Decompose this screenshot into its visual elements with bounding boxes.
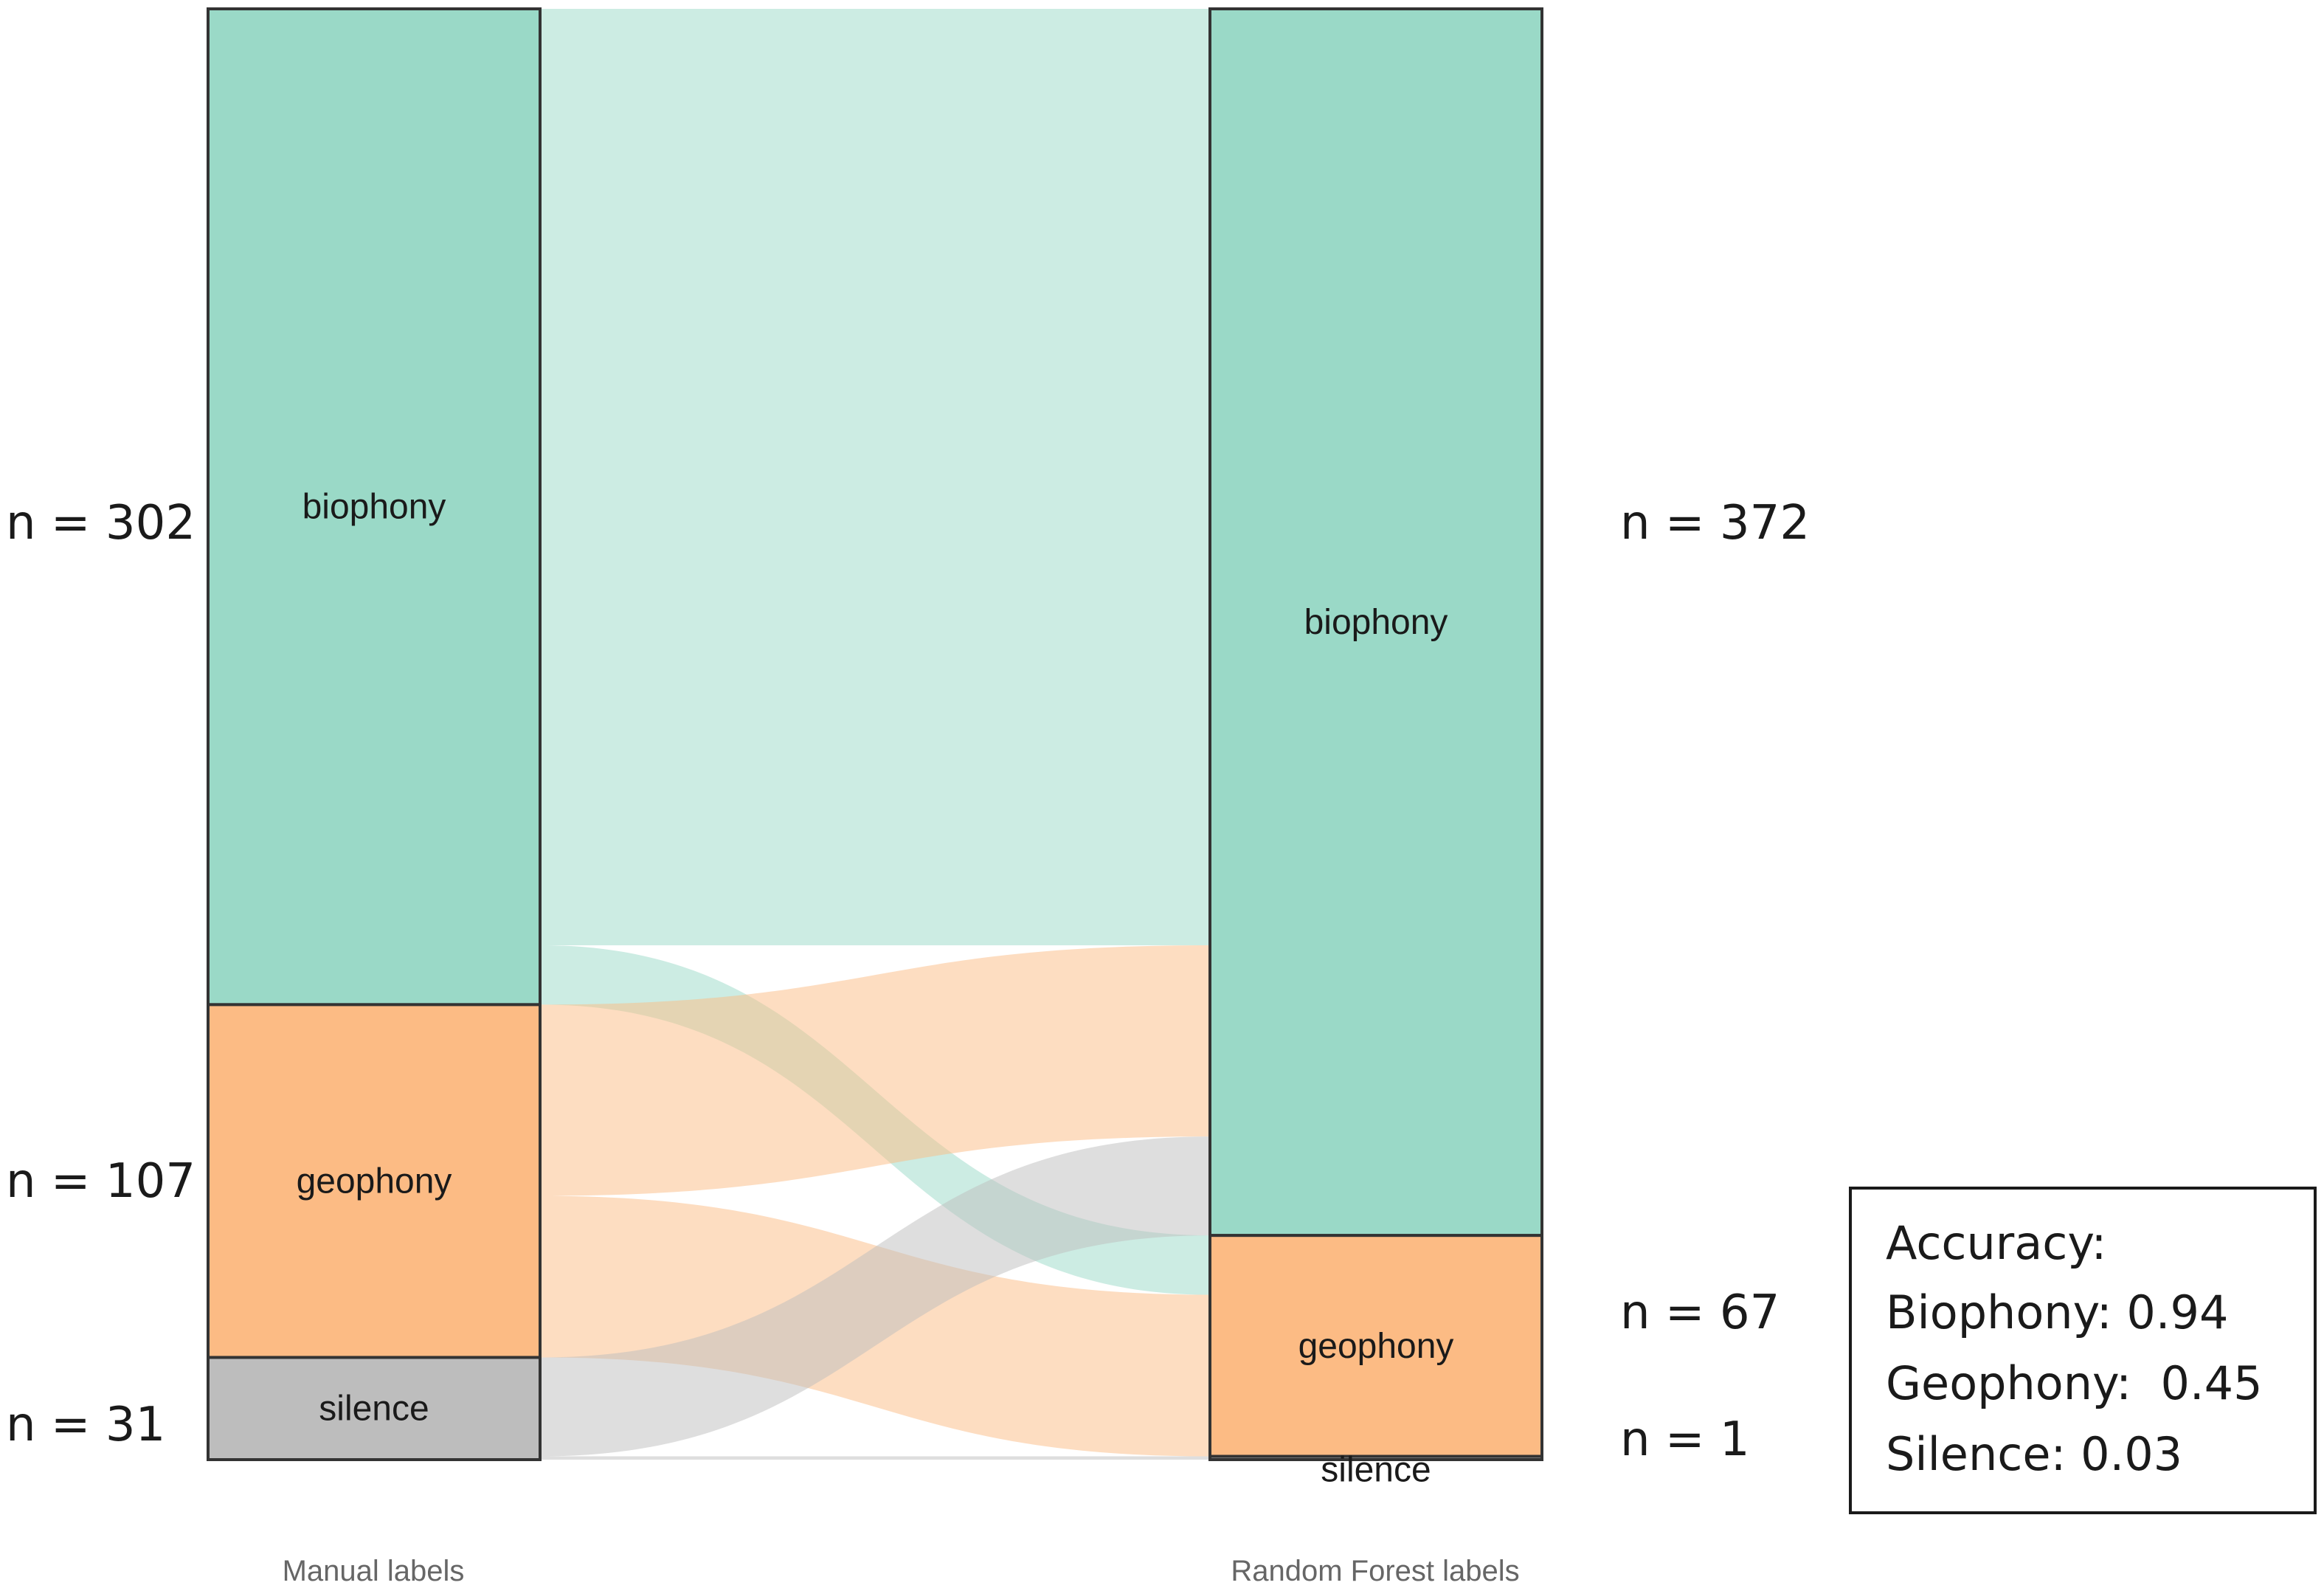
right-count-biophony: n = 372 — [1620, 496, 1810, 551]
right-node-biophony — [1208, 7, 1543, 1238]
left-node-label-biophony: biophony — [302, 488, 446, 527]
right-node-label-biophony: biophony — [1304, 603, 1448, 642]
right-node-geophony — [1208, 1234, 1543, 1458]
left-column-label: Manual labels — [283, 1555, 465, 1587]
flow-silence-to-biophony — [540, 1136, 1210, 1457]
flow-biophony-to-biophony — [540, 9, 1210, 945]
right-count-silence: n = 1 — [1620, 1412, 1750, 1467]
accuracy-box-border — [1849, 1187, 2317, 1514]
nodes-layer: biophony geophony silence biophony geophony s… — [207, 7, 1543, 1490]
right-node-label-geophony: geophony — [1298, 1327, 1454, 1366]
flow-silence-to-silence — [540, 1456, 1210, 1460]
accuracy-biophony: Biophony: 0.94 — [1886, 1285, 2228, 1339]
right-node-label-silence: silence — [1321, 1451, 1431, 1490]
accuracy-title: Accuracy: — [1886, 1216, 2106, 1270]
right-column-label: Random Forest labels — [1231, 1555, 1519, 1587]
accuracy-geophony: Geophony: 0.45 — [1886, 1356, 2263, 1410]
left-count-geophony: n = 107 — [6, 1154, 196, 1209]
left-node-silence — [207, 1356, 542, 1461]
right-count-geophony: n = 67 — [1620, 1285, 1780, 1340]
left-node-label-geophony: geophony — [297, 1162, 452, 1201]
left-node-label-silence: silence — [319, 1390, 429, 1429]
left-count-biophony: n = 302 — [6, 496, 196, 551]
left-count-silence: n = 31 — [6, 1398, 165, 1452]
left-node-biophony — [207, 7, 542, 1007]
accuracy-box: Accuracy: Biophony: 0.94 Geophony: 0.45 … — [1849, 1187, 2317, 1514]
right-node-silence — [1208, 1454, 1543, 1462]
left-node-geophony — [207, 1003, 542, 1359]
flow-geophony-to-biophony — [540, 945, 1210, 1196]
flows-layer — [540, 9, 1210, 1460]
accuracy-silence: Silence: 0.03 — [1886, 1427, 2182, 1481]
